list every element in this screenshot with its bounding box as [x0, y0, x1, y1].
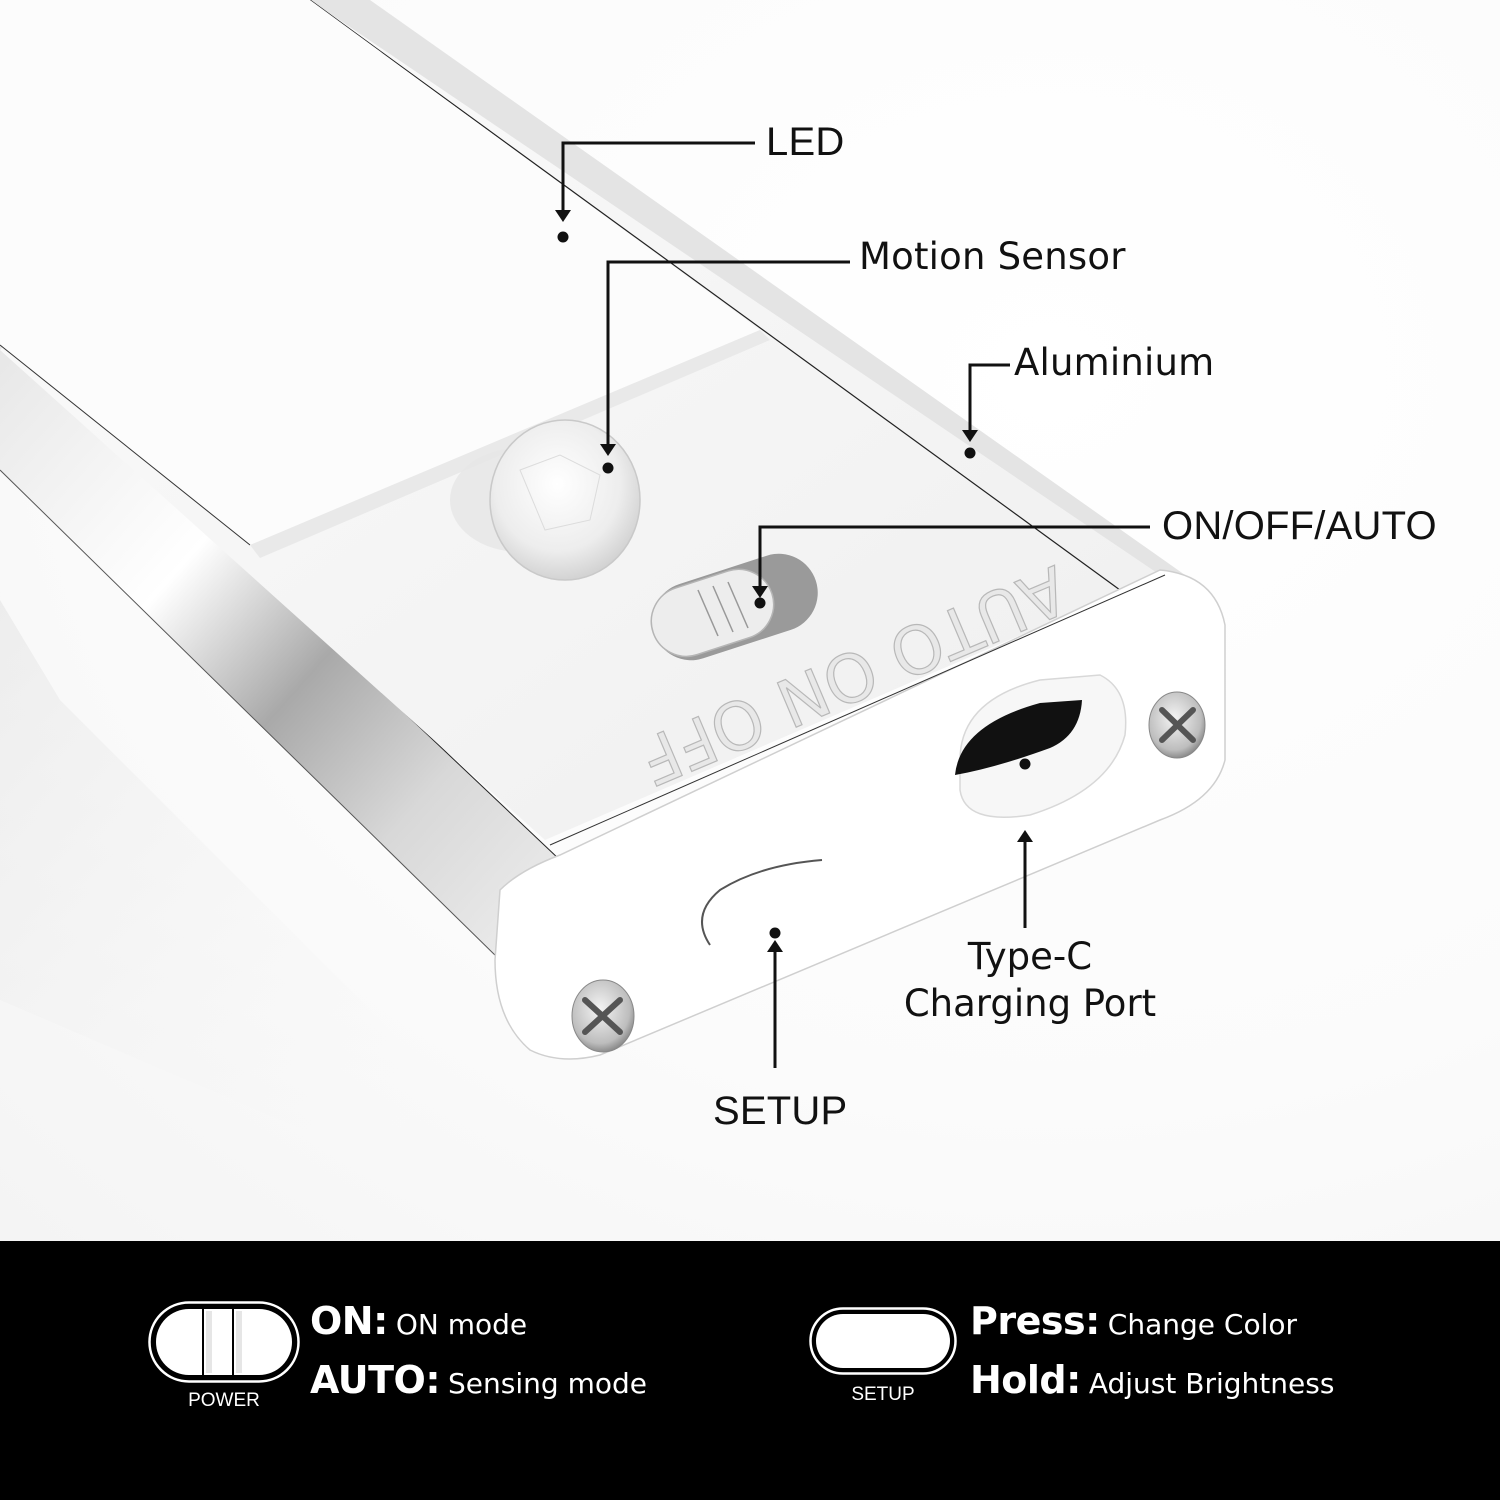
callout-setup: SETUP — [713, 1089, 848, 1133]
legend-value: Change Color — [1107, 1308, 1298, 1341]
callout-type-c: Type-C Charging Port — [870, 933, 1190, 1027]
legend-setup-hold: Hold:Adjust Brightness — [970, 1358, 1334, 1402]
setup-button-icon — [809, 1307, 957, 1375]
legend-power-auto: AUTO:Sensing mode — [310, 1358, 647, 1402]
legend-band: POWER ON:ON mode AUTO:Sensing mode SETUP… — [0, 1241, 1500, 1500]
callout-type-c-line2: Charging Port — [903, 982, 1157, 1025]
legend-value: Sensing mode — [448, 1367, 647, 1400]
callout-on-off-auto: ON/OFF/AUTO — [1162, 504, 1437, 548]
screw-left — [571, 979, 635, 1053]
callout-dots — [557, 231, 1031, 939]
setup-button-recess — [701, 859, 823, 946]
legend-key: Hold: — [970, 1358, 1081, 1402]
screw-right — [1148, 691, 1206, 759]
switch-slider — [650, 568, 775, 658]
power-switch-icon — [148, 1301, 300, 1383]
legend-setup-press: Press:Change Color — [970, 1299, 1297, 1343]
led-panel — [0, 0, 760, 545]
callout-aluminium: Aluminium — [1014, 341, 1215, 384]
callout-arrowheads — [555, 210, 1033, 952]
callout-motion-sensor: Motion Sensor — [859, 235, 1126, 278]
legend-value: ON mode — [395, 1308, 528, 1341]
callout-led: LED — [766, 120, 845, 164]
callout-type-c-line1: Type-C — [967, 935, 1093, 978]
legend-value: Adjust Brightness — [1088, 1367, 1335, 1400]
legend-power-on: ON:ON mode — [310, 1299, 527, 1343]
aluminium-side — [0, 330, 560, 960]
legend-key: AUTO: — [310, 1358, 441, 1402]
legend-key: ON: — [310, 1299, 388, 1343]
light-bar-illustration: AUTO ON OFF — [0, 0, 1226, 1180]
legend-key: Press: — [970, 1299, 1100, 1343]
callout-leaders — [561, 141, 1150, 1068]
motion-sensor-dome — [489, 419, 641, 581]
product-diagram: AUTO ON OFF — [0, 0, 1500, 1241]
power-caption: POWER — [188, 1390, 260, 1411]
setup-caption: SETUP — [851, 1384, 915, 1405]
